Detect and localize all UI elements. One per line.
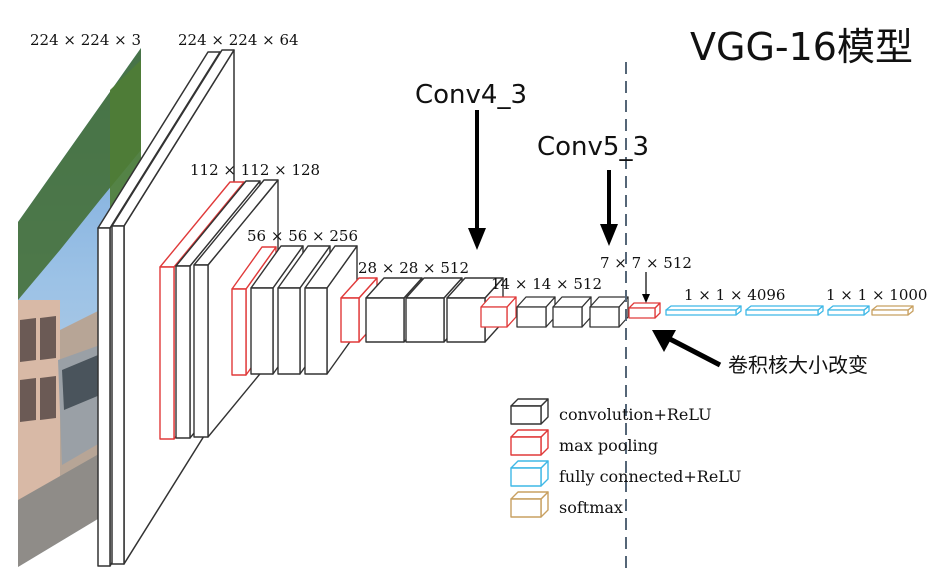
dim-conv2: 112 × 112 × 128: [190, 161, 320, 179]
legend-swatch-2: [510, 460, 549, 487]
diagram-title: VGG-16模型: [690, 25, 913, 69]
conv3-2-block-front: [277, 287, 301, 375]
fc2-block-front: [745, 309, 819, 316]
conv4-3-label: Conv4_3: [415, 80, 527, 110]
conv3-3-block-front: [304, 287, 328, 375]
dim-conv4: 28 × 28 × 512: [358, 259, 469, 277]
legend-swatch-3-top: [510, 491, 549, 500]
conv4-1-block-front: [365, 297, 405, 343]
legend-swatch-3: [510, 491, 549, 518]
conv5-3-arrow-icon: [600, 170, 618, 246]
dim-input: 224 × 224 × 3: [30, 31, 141, 49]
conv4-2-block-front: [405, 297, 445, 343]
conv4-3-arrow-icon: [468, 110, 486, 250]
conv4-3-block-front: [446, 297, 486, 343]
legend-swatch-2-front: [510, 467, 542, 487]
pool5-block: [628, 302, 661, 319]
softmax-block-front: [871, 309, 909, 316]
layer-blocks: [97, 49, 914, 567]
dim-pool5: 7 × 7 × 512: [600, 254, 692, 272]
conv5-3-block-front: [589, 306, 620, 328]
legend-swatch-0: [510, 398, 549, 425]
conv5-2-block-front: [552, 306, 583, 328]
legend-swatch-1-front: [510, 436, 542, 456]
conv2-1-block-front: [175, 265, 191, 439]
fc3-block: [827, 305, 870, 316]
dim-conv3: 56 × 56 × 256: [247, 227, 358, 245]
kernel-change-arrow-icon: [652, 330, 722, 368]
legend-swatch-0-front: [510, 405, 542, 425]
fc3-block-front: [827, 309, 865, 316]
fc1-block: [665, 305, 742, 316]
dim-conv1: 224 × 224 × 64: [178, 31, 299, 49]
pool5-block-top: [628, 302, 661, 309]
legend-swatch-1: [510, 429, 549, 456]
legend-label-2: fully connected+ReLU: [559, 467, 742, 486]
legend-swatch-3-front: [510, 498, 542, 518]
legend: convolution+ReLU max pooling fully connect…: [510, 398, 742, 518]
legend-label-0: convolution+ReLU: [559, 405, 712, 424]
pool5-block-front: [628, 307, 656, 319]
conv5-2-block: [552, 296, 592, 328]
pool4-block-front: [480, 306, 508, 328]
pool1-block-front: [159, 266, 175, 440]
kernel-change-label: 卷积核大小改变: [728, 353, 868, 377]
legend-label-1: max pooling: [559, 436, 658, 455]
pool5-pointer-icon: [642, 272, 650, 303]
conv5-1-block: [516, 296, 556, 328]
legend-label-3: softmax: [559, 498, 623, 517]
pool4-block: [480, 296, 517, 328]
fc1-block-front: [665, 309, 737, 316]
conv1-1-block-front: [97, 227, 111, 567]
softmax-block: [871, 305, 914, 316]
conv5-3-label: Conv5_3: [537, 132, 649, 162]
pool2-block-front: [231, 288, 247, 376]
legend-swatch-2-top: [510, 460, 549, 469]
legend-swatch-0-top: [510, 398, 549, 407]
conv2-2-block-front: [193, 264, 209, 438]
dim-fc2: 1 × 1 × 1000: [826, 286, 927, 304]
conv3-1-block-front: [250, 287, 274, 375]
legend-swatch-1-top: [510, 429, 549, 438]
dim-fc1: 1 × 1 × 4096: [684, 286, 785, 304]
conv1-2-block-front: [111, 225, 125, 565]
conv5-1-block-front: [516, 306, 547, 328]
pool3-block-front: [340, 297, 360, 343]
fc2-block: [745, 305, 824, 316]
conv5-3-block: [589, 296, 629, 328]
dim-conv5: 14 × 14 × 512: [491, 275, 602, 293]
